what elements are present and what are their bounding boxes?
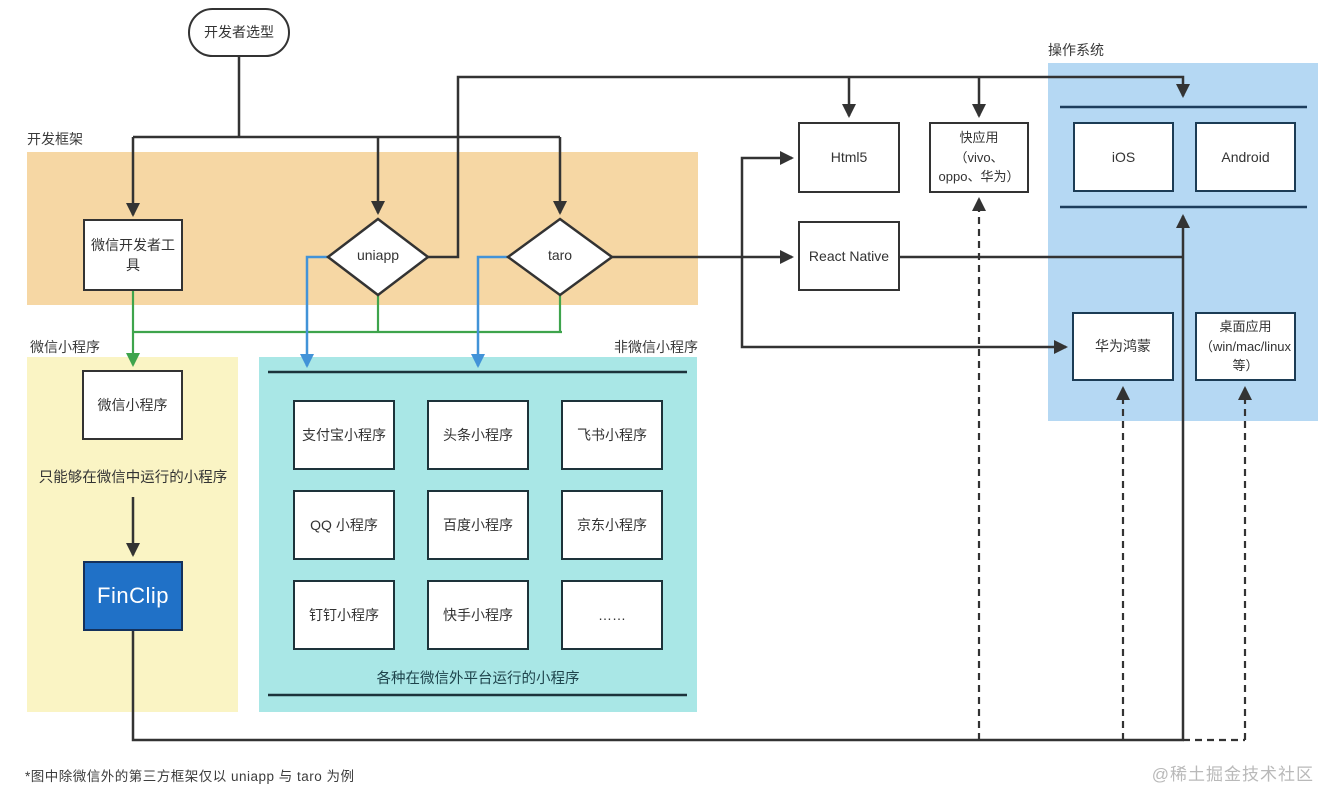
dashed-connectors bbox=[972, 197, 1252, 742]
node-toutiao-mini: 头条小程序 bbox=[427, 400, 529, 470]
footnote: *图中除微信外的第三方框架仅以 uniapp 与 taro 为例 bbox=[25, 769, 355, 784]
caption-non-wechat: 各种在微信外平台运行的小程序 bbox=[376, 671, 580, 687]
node-desktop-app: 桌面应用（win/mac/linux 等） bbox=[1195, 312, 1296, 381]
node-jd-mini: 京东小程序 bbox=[561, 490, 663, 560]
section-label-os: 操作系统 bbox=[1048, 42, 1104, 58]
node-quick-app: 快应用（vivo、oppo、华为） bbox=[929, 122, 1029, 193]
blue-connectors bbox=[300, 255, 508, 368]
section-label-dev-framework: 开发框架 bbox=[27, 131, 83, 147]
watermark: @稀土掘金技术社区 bbox=[1151, 765, 1314, 784]
node-html5: Html5 bbox=[798, 122, 900, 193]
node-wechat-miniprogram: 微信小程序 bbox=[82, 370, 183, 440]
node-alipay-mini: 支付宝小程序 bbox=[293, 400, 395, 470]
uniapp-diamond bbox=[325, 217, 431, 297]
node-baidu-mini: 百度小程序 bbox=[427, 490, 529, 560]
green-connectors bbox=[126, 291, 562, 367]
taro-diamond bbox=[505, 217, 615, 297]
node-dingtalk-mini: 钉钉小程序 bbox=[293, 580, 395, 650]
node-wechat-devtools: 微信开发者工具 bbox=[83, 219, 183, 291]
node-harmony: 华为鸿蒙 bbox=[1072, 312, 1174, 381]
node-react-native: React Native bbox=[798, 221, 900, 291]
node-taro-label: taro bbox=[547, 247, 573, 263]
node-feishu-mini: 飞书小程序 bbox=[561, 400, 663, 470]
node-android: Android bbox=[1195, 122, 1296, 192]
node-kuaishou-mini: 快手小程序 bbox=[427, 580, 529, 650]
node-uniapp-label: uniapp bbox=[356, 247, 400, 263]
caption-wechat-only: 只能够在微信中运行的小程序 bbox=[38, 470, 228, 486]
node-more-mini: …… bbox=[561, 580, 663, 650]
node-qq-mini: QQ 小程序 bbox=[293, 490, 395, 560]
section-label-non-wechat-mini: 非微信小程序 bbox=[614, 339, 698, 355]
node-developer-selection: 开发者选型 bbox=[188, 8, 290, 57]
node-ios: iOS bbox=[1073, 122, 1174, 192]
dark-connectors bbox=[126, 57, 1190, 742]
section-label-wechat-mini: 微信小程序 bbox=[30, 339, 100, 355]
node-finclip: FinClip bbox=[83, 561, 183, 631]
